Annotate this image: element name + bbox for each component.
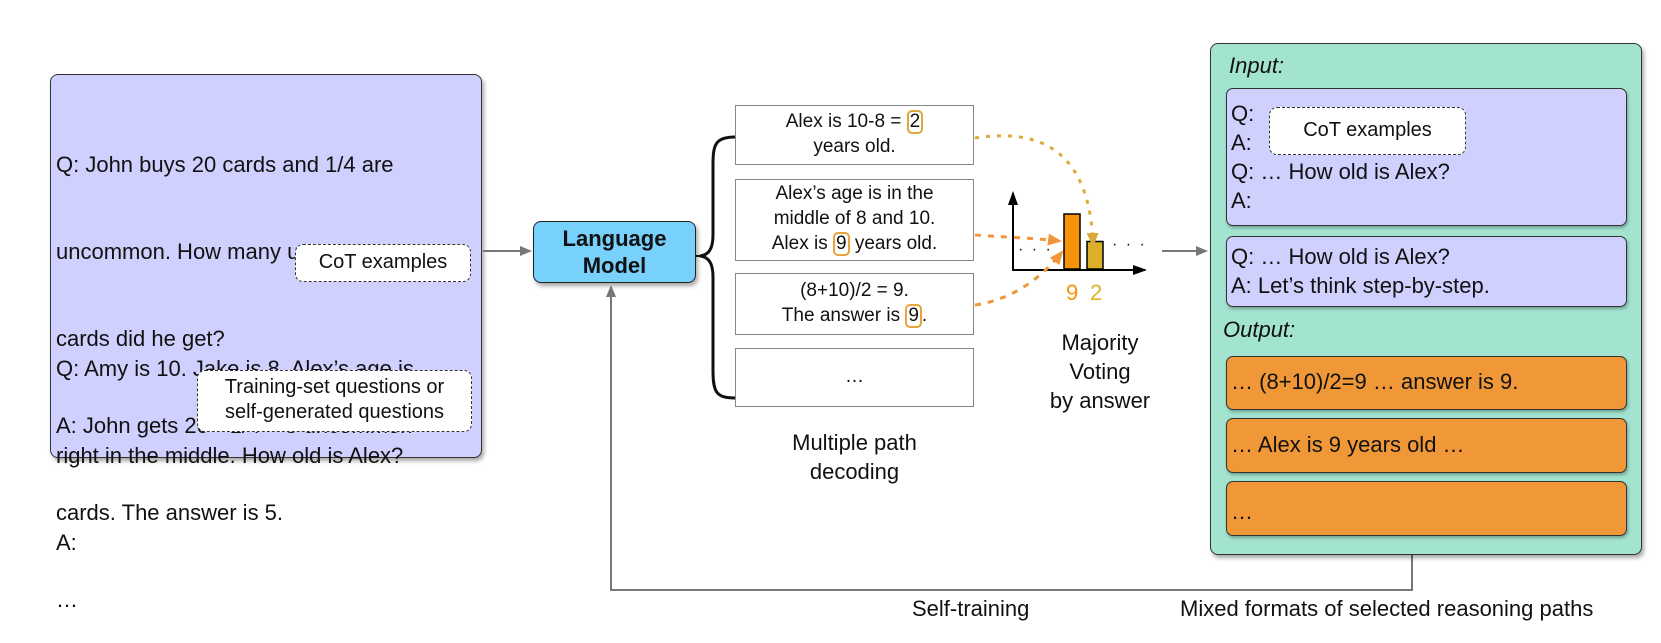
path-text: The answer is: [781, 305, 906, 326]
output-label: Output:: [1223, 317, 1296, 342]
input-line: Q: … How old is Alex?: [1231, 159, 1450, 184]
curly-brace: [699, 135, 736, 400]
paths-caption: Multiple path decoding: [735, 428, 974, 486]
prompt-line: cards. The answer is 5.: [56, 500, 284, 525]
caption-line: decoding: [809, 459, 900, 484]
answer-highlight: 2: [906, 110, 924, 134]
path-text: (8+10)/2 = 9.: [800, 280, 909, 301]
path-text: years old.: [813, 136, 896, 157]
caption-line: Multiple path: [792, 430, 917, 455]
path-text: Alex’s age is in the: [775, 183, 934, 204]
tag-line: self-generated questions: [224, 401, 445, 423]
input-line: Q: … How old is Alex?: [1231, 244, 1450, 269]
self-training-label: Self-training: [912, 596, 1030, 621]
reasoning-path-3: (8+10)/2 = 9. The answer is 9.: [735, 273, 974, 335]
path-text: years old.: [849, 233, 938, 254]
cot-examples-tag: CoT examples: [1269, 107, 1466, 155]
path-text: middle of 8 and 10.: [773, 208, 936, 229]
path-text: .: [921, 305, 928, 326]
lm-label-line: Language: [562, 226, 667, 251]
input-line: A:: [1231, 188, 1252, 213]
caption-line: by answer: [1049, 388, 1151, 413]
question-line: A:: [56, 530, 77, 555]
path-ellipsis: …: [845, 366, 864, 387]
output-path: … Alex is 9 years old …: [1226, 418, 1627, 473]
language-model-box: Language Model: [533, 221, 696, 283]
path-text: Alex is 10-8 =: [785, 111, 907, 132]
vote-bar-9: [1063, 213, 1081, 270]
tick-label-9: 9: [1066, 280, 1079, 305]
reasoning-path-1: Alex is 10-8 = 2 years old.: [735, 105, 974, 165]
input-line: A:: [1231, 130, 1252, 155]
input-line: A: Let’s think step-by-step.: [1231, 273, 1490, 298]
prompt-line: cards did he get?: [56, 326, 225, 351]
path2-vote-arrow: [974, 233, 1062, 246]
answer-highlight: 9: [905, 304, 922, 328]
cot-examples-tag: CoT examples: [295, 244, 471, 282]
path3-vote-arrow: [974, 250, 1064, 307]
lm-label-line: Model: [582, 253, 647, 278]
question-text: Q: Amy is 10. Jake is 8. Alex’s age is r…: [56, 296, 414, 586]
path1-vote-arrow: [974, 134, 1099, 247]
prompt-line: Q: John buys 20 cards and 1/4 are: [56, 152, 394, 177]
answer-highlight: 9: [833, 232, 850, 256]
caption-line: Voting: [1069, 359, 1131, 384]
output-path: …: [1226, 481, 1627, 536]
input-label: Input:: [1229, 53, 1285, 78]
self-training-loop-arrow: [606, 285, 1413, 591]
reasoning-path-2: Alex’s age is in the middle of 8 and 10.…: [735, 179, 974, 261]
input-line: Q:: [1231, 101, 1255, 126]
right-ellipsis: · · ·: [1112, 236, 1147, 253]
question-line: right in the middle. How old is Alex?: [56, 443, 404, 468]
tag-line: Training-set questions or: [224, 376, 445, 398]
left-ellipsis: · · ·: [1018, 241, 1053, 258]
training-questions-tag: Training-set questions or self-generated…: [197, 370, 472, 432]
caption-line: Majority: [1061, 330, 1139, 355]
voting-caption: Majority Voting by answer: [1030, 328, 1170, 415]
output-path: … (8+10)/2=9 … answer is 9.: [1226, 356, 1627, 410]
path-text: Alex is: [771, 233, 833, 254]
input-box-zero-shot: Q: … How old is Alex? A: Let’s think ste…: [1226, 236, 1627, 307]
reasoning-path-more: …: [735, 348, 974, 407]
vote-bar-2: [1086, 240, 1104, 270]
mixed-formats-label: Mixed formats of selected reasoning path…: [1180, 596, 1594, 621]
prompt-ellipsis: …: [56, 587, 78, 612]
vote-bars: [1063, 213, 1104, 270]
tick-label-2: 2: [1090, 280, 1103, 305]
